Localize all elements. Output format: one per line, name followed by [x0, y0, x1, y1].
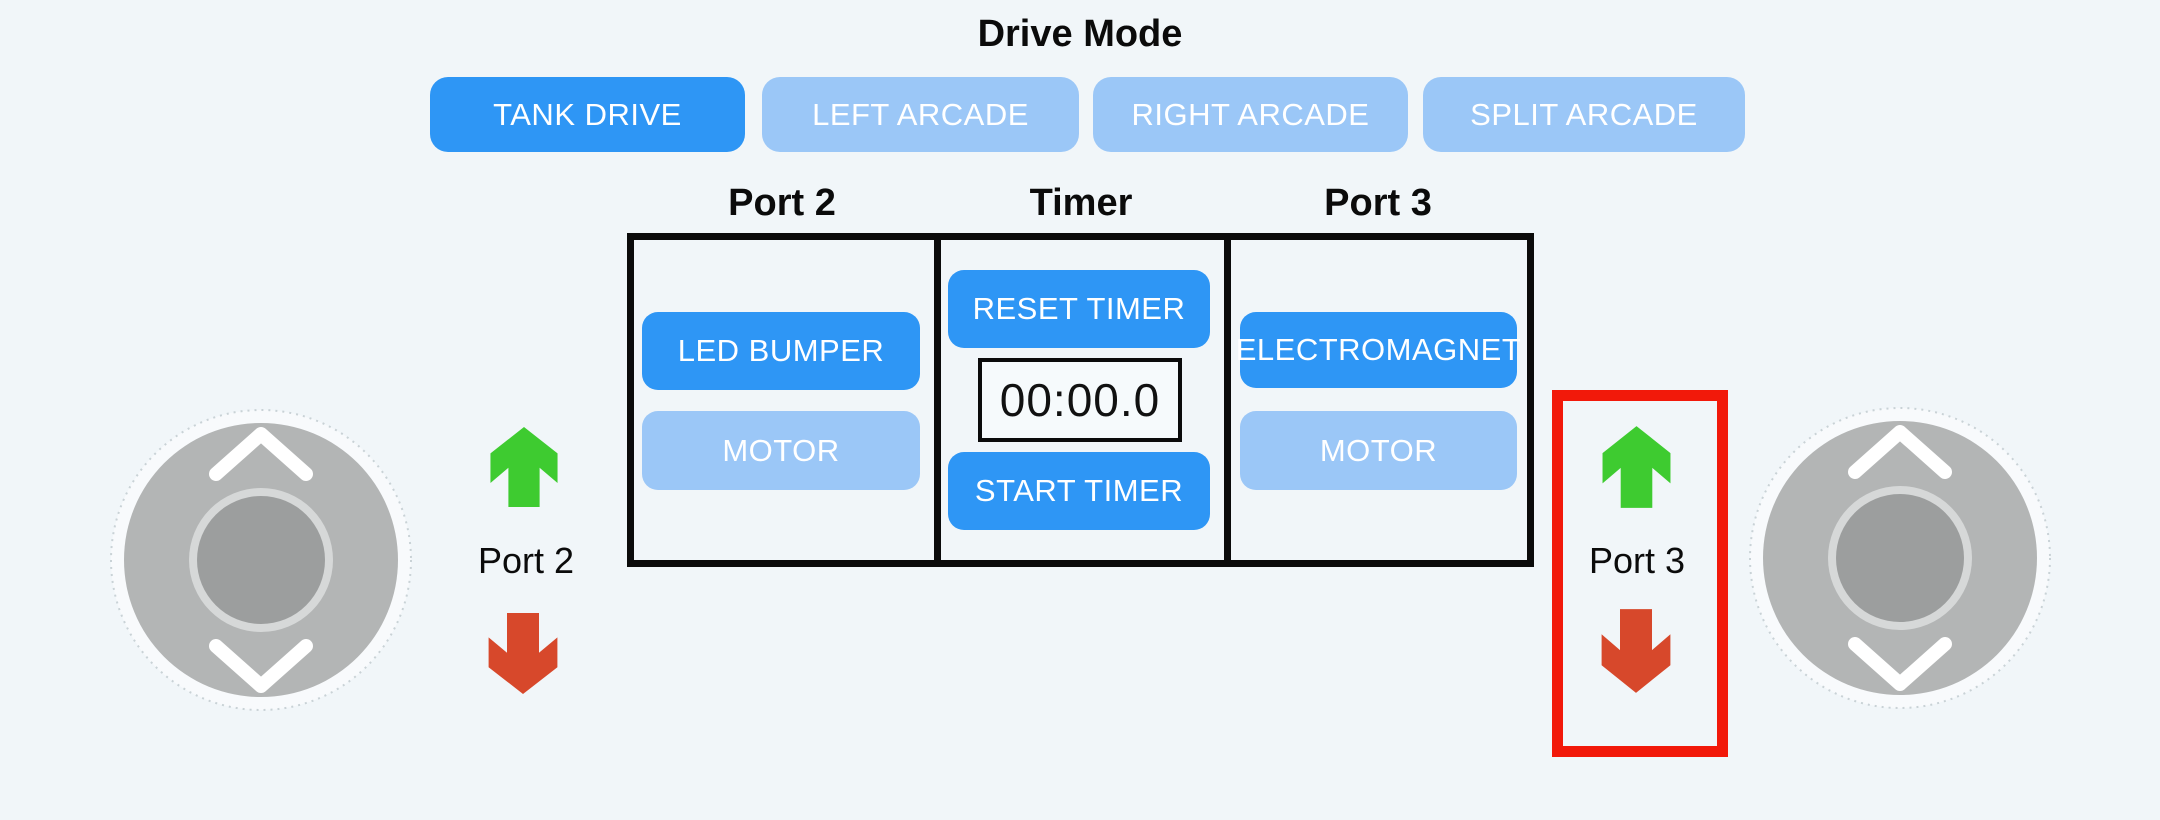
start-timer-button[interactable]: START TIMER — [948, 452, 1210, 530]
port3-motor-button[interactable]: MOTOR — [1240, 411, 1517, 490]
port2-motor-button[interactable]: MOTOR — [642, 411, 920, 490]
drive-mode-left-arcade-button[interactable]: LEFT ARCADE — [762, 77, 1079, 152]
table-divider — [1224, 240, 1231, 560]
drive-mode-tank-drive-button[interactable]: TANK DRIVE — [430, 77, 745, 152]
left-joystick[interactable] — [106, 405, 416, 715]
chevron-down-icon — [209, 639, 313, 693]
up-arrow-icon — [490, 427, 558, 507]
chevron-up-icon — [209, 427, 313, 481]
down-arrow-icon — [488, 613, 558, 694]
joystick-knob[interactable] — [1836, 494, 1964, 622]
led-bumper-button[interactable]: LED BUMPER — [642, 312, 920, 390]
table-divider — [934, 240, 941, 560]
control-panel-table — [627, 233, 1534, 567]
reset-timer-button[interactable]: RESET TIMER — [948, 270, 1210, 348]
port2-indicator-label: Port 2 — [477, 540, 575, 581]
port3-column-header: Port 3 — [1324, 182, 1432, 224]
port3-indicator-label: Port 3 — [1588, 540, 1686, 581]
down-arrow-icon — [1601, 609, 1671, 693]
electromagnet-button[interactable]: ELECTROMAGNET — [1236, 312, 1521, 388]
port2-column-header: Port 2 — [728, 182, 836, 224]
up-arrow-icon — [1602, 426, 1671, 508]
timer-display: 00:00.0 — [978, 358, 1182, 442]
drive-mode-title: Drive Mode — [977, 13, 1183, 55]
right-joystick[interactable] — [1745, 403, 2055, 713]
chevron-down-icon — [1848, 637, 1952, 691]
timer-column-header: Timer — [1029, 182, 1133, 224]
drive-mode-right-arcade-button[interactable]: RIGHT ARCADE — [1093, 77, 1408, 152]
drive-mode-split-arcade-button[interactable]: SPLIT ARCADE — [1423, 77, 1745, 152]
chevron-up-icon — [1848, 425, 1952, 479]
joystick-knob[interactable] — [197, 496, 325, 624]
